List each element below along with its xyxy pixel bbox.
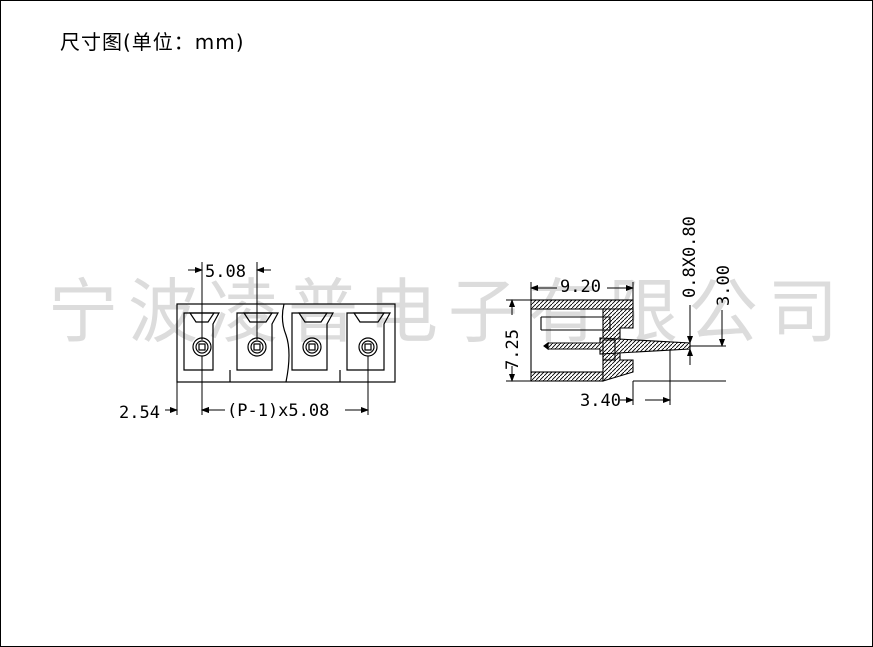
- edge-dimension: 2.54: [119, 403, 160, 423]
- front-pole-3: [291, 312, 335, 371]
- pin-length-dimension: 3.40: [580, 391, 621, 411]
- company-watermark: 宁波凌普电子有限公司: [48, 271, 848, 353]
- side-pin: [547, 337, 691, 355]
- page-title: 尺寸图(单位：mm): [60, 30, 245, 54]
- pin-offset-dimension: 3.00: [714, 265, 734, 306]
- pin-size-dimension: 0.8X0.80: [680, 216, 700, 298]
- front-pole-2: [236, 312, 280, 371]
- front-dimensions: [165, 262, 369, 415]
- span-dimension: (P-1)x5.08: [227, 401, 329, 421]
- side-bottom-wall: [530, 371, 604, 382]
- side-dimensions: [506, 282, 726, 405]
- front-view: [176, 303, 396, 383]
- height-dimension: 7.25: [503, 329, 523, 370]
- break-line: [281, 303, 290, 383]
- depth-dimension: 9.20: [560, 277, 601, 297]
- pitch-dimension: 5.08: [205, 262, 246, 282]
- front-pole-1: [183, 312, 221, 371]
- front-pole-4: [346, 312, 392, 371]
- side-top-wall: [530, 299, 634, 310]
- side-view: [530, 299, 691, 382]
